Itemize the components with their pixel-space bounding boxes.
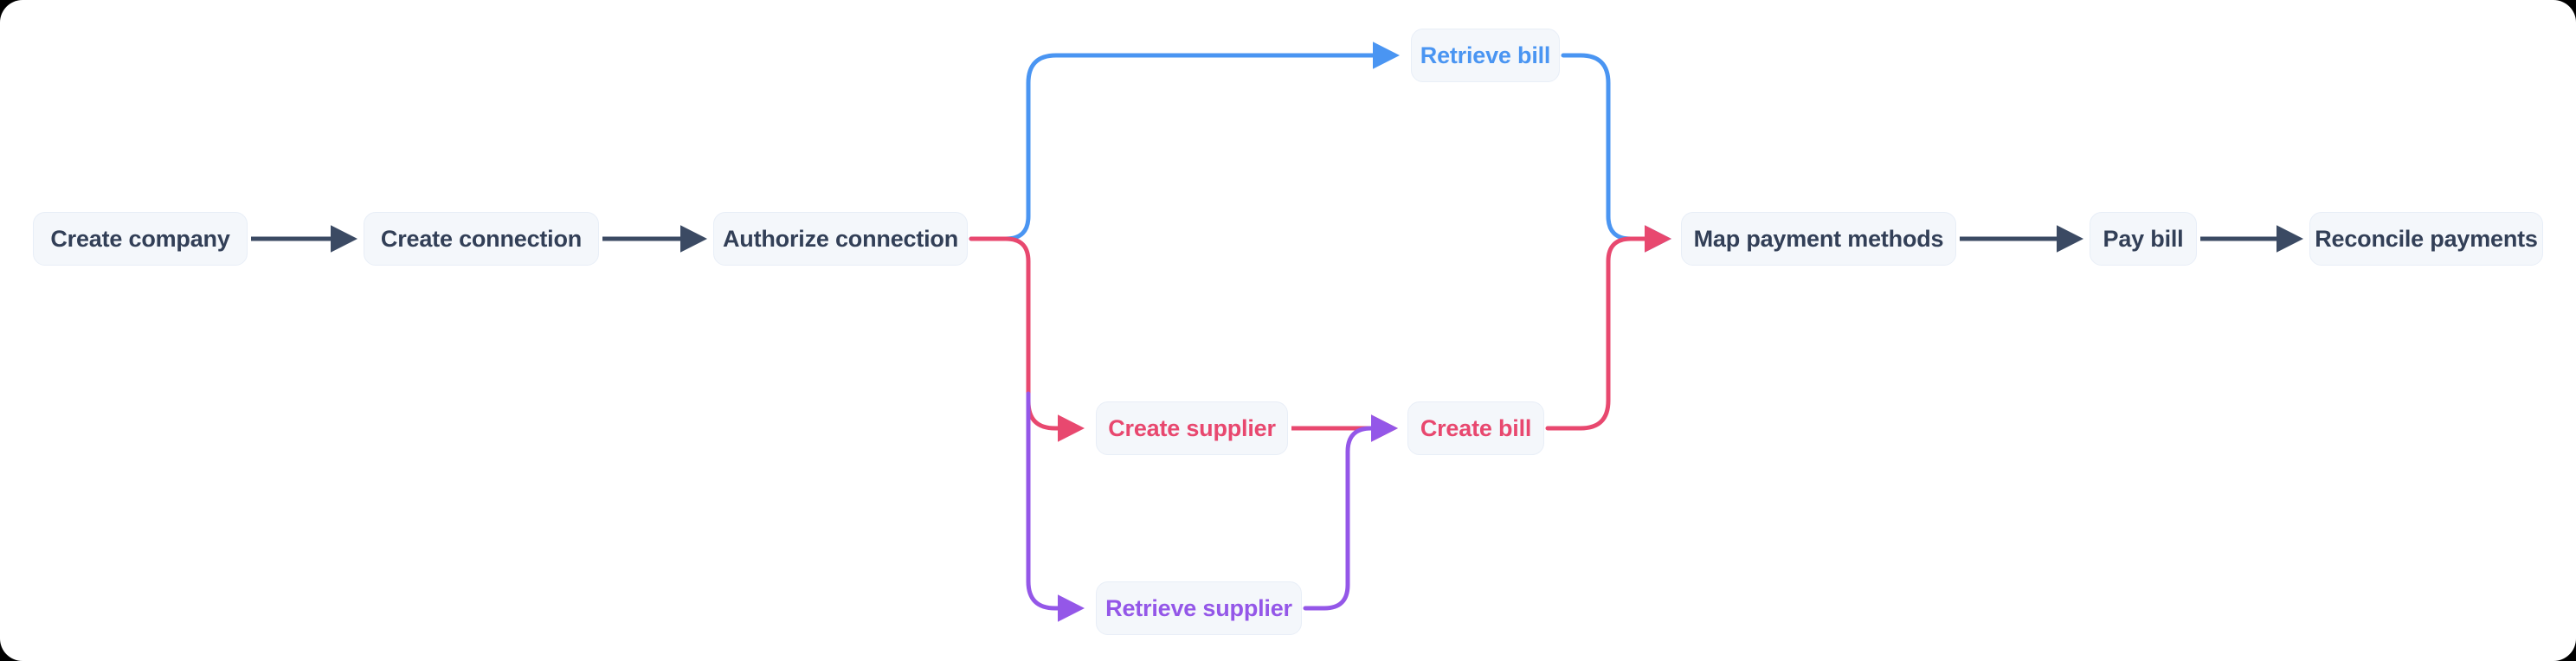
edge-retrieve-supplier-to-create-bill [1303, 414, 1398, 611]
node-create-supplier[interactable]: Create supplier [1096, 401, 1288, 455]
edge-retrieve-bill-to-map-payment-methods [1561, 53, 1671, 253]
node-retrieve-supplier[interactable]: Retrieve supplier [1096, 581, 1302, 635]
node-label: Retrieve supplier [1105, 594, 1292, 621]
edge-authorize-connection-to-retrieve-bill [969, 42, 1400, 241]
node-label: Pay bill [2103, 225, 2184, 252]
node-map-payment-methods[interactable]: Map payment methods [1681, 212, 1956, 266]
node-create-connection[interactable]: Create connection [364, 212, 599, 266]
edge-create-bill-to-map-payment-methods [1545, 225, 1671, 431]
node-reconcile-payments[interactable]: Reconcile payments [2309, 212, 2543, 266]
edge-authorize-connection-to-retrieve-supplier [1026, 391, 1085, 622]
node-retrieve-bill[interactable]: Retrieve bill [1411, 29, 1560, 82]
node-label: Retrieve bill [1420, 42, 1551, 68]
node-label: Create bill [1420, 414, 1532, 441]
node-pay-bill[interactable]: Pay bill [2090, 212, 2197, 266]
node-label: Create company [50, 225, 230, 252]
node-create-bill[interactable]: Create bill [1407, 401, 1544, 455]
node-label: Create supplier [1108, 414, 1276, 441]
edge-authorize-connection-to-create-supplier [969, 236, 1085, 442]
node-label: Map payment methods [1693, 225, 1944, 252]
node-create-company[interactable]: Create company [33, 212, 248, 266]
node-label: Authorize connection [723, 225, 958, 252]
node-label: Reconcile payments [2315, 225, 2538, 252]
node-label: Create connection [380, 225, 583, 252]
node-authorize-connection[interactable]: Authorize connection [713, 212, 968, 266]
